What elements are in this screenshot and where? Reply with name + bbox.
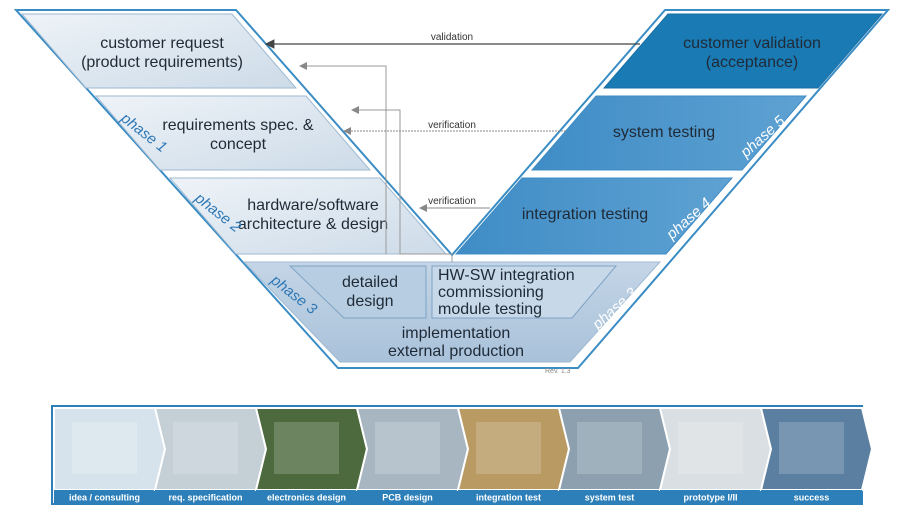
strip-label-bg [660, 490, 761, 504]
strip-label-bg [256, 490, 357, 504]
strip-item-6[interactable]: prototype I/II [658, 407, 773, 504]
strip-label-text: integration test [476, 493, 541, 503]
strip-label-bg [54, 490, 155, 504]
connector-line-2 [299, 62, 387, 254]
requirements-spec-text-1: requirements spec. & [162, 117, 314, 134]
hw-sw-architecture-text-2: architecture & design [238, 216, 388, 233]
hw-sw-architecture-text-1: hardware/software [247, 197, 379, 214]
system-testing-text: system testing [613, 124, 715, 141]
integration-testing-box[interactable] [454, 177, 734, 255]
strip-label-bg [155, 490, 256, 504]
strip-item-4[interactable]: integration test [456, 407, 571, 504]
strip-item-0[interactable]: idea / consulting [53, 407, 167, 504]
photo-shade [173, 422, 238, 474]
strip-item-2[interactable]: electronics design [254, 407, 369, 504]
photo-shade [72, 422, 137, 474]
customer-request-text-2: (product requirements) [81, 54, 243, 71]
strip-item-3[interactable]: PCB design [355, 407, 470, 504]
photo-shade [375, 422, 440, 474]
implementation-text-2: external production [388, 343, 524, 360]
photo-shade [476, 422, 541, 474]
strip-label-text: system test [585, 493, 635, 503]
connector-line-1 [351, 106, 453, 262]
photo-shade [274, 422, 339, 474]
customer-validation-box[interactable] [602, 13, 884, 89]
photo-shade [779, 422, 844, 474]
customer-validation-text-2: (acceptance) [706, 54, 799, 71]
system-testing-box[interactable] [530, 95, 808, 171]
strip-item-1[interactable]: req. specification [153, 407, 268, 504]
verification-label-bottom: verification [428, 196, 476, 207]
strip-label-bg [458, 490, 559, 504]
strip-label-text: electronics design [267, 493, 346, 503]
strip-label-text: PCB design [382, 493, 433, 503]
detailed-design-text-1: detailed [342, 274, 398, 291]
integration-testing-text: integration testing [522, 206, 648, 223]
hw-sw-integration-text-1: HW-SW integration [438, 267, 575, 284]
validation-label: validation [431, 32, 473, 43]
photo-shade [577, 422, 642, 474]
process-strip: idea / consulting req. specification elect… [53, 407, 874, 504]
photo-shade [678, 422, 743, 474]
strip-label-text: prototype I/II [684, 493, 738, 503]
strip-label-text: success [794, 493, 830, 503]
strip-item-5[interactable]: system test [557, 407, 672, 504]
strip-item-7[interactable]: success [759, 407, 874, 504]
strip-label-bg [357, 490, 458, 504]
revision-label: Rev. 1.3 [545, 368, 571, 375]
hw-sw-integration-box[interactable] [431, 265, 618, 319]
requirements-spec-text-2: concept [210, 136, 267, 153]
customer-request-text-1: customer request [100, 35, 224, 52]
hw-sw-integration-text-3: module testing [438, 301, 542, 318]
detailed-design-text-2: design [346, 293, 393, 310]
strip-label-text: req. specification [168, 493, 242, 503]
customer-request-box[interactable] [20, 13, 298, 89]
customer-validation-text-1: customer validation [683, 35, 821, 52]
detailed-design-box[interactable] [288, 265, 427, 319]
strip-label-bg [761, 490, 862, 504]
hw-sw-integration-text-2: commissioning [438, 284, 544, 301]
strip-label-bg [559, 490, 660, 504]
verification-label-top: verification [428, 120, 476, 131]
strip-label-text: idea / consulting [69, 493, 140, 503]
requirements-spec-box[interactable] [94, 95, 372, 171]
implementation-text-1: implementation [402, 325, 511, 342]
